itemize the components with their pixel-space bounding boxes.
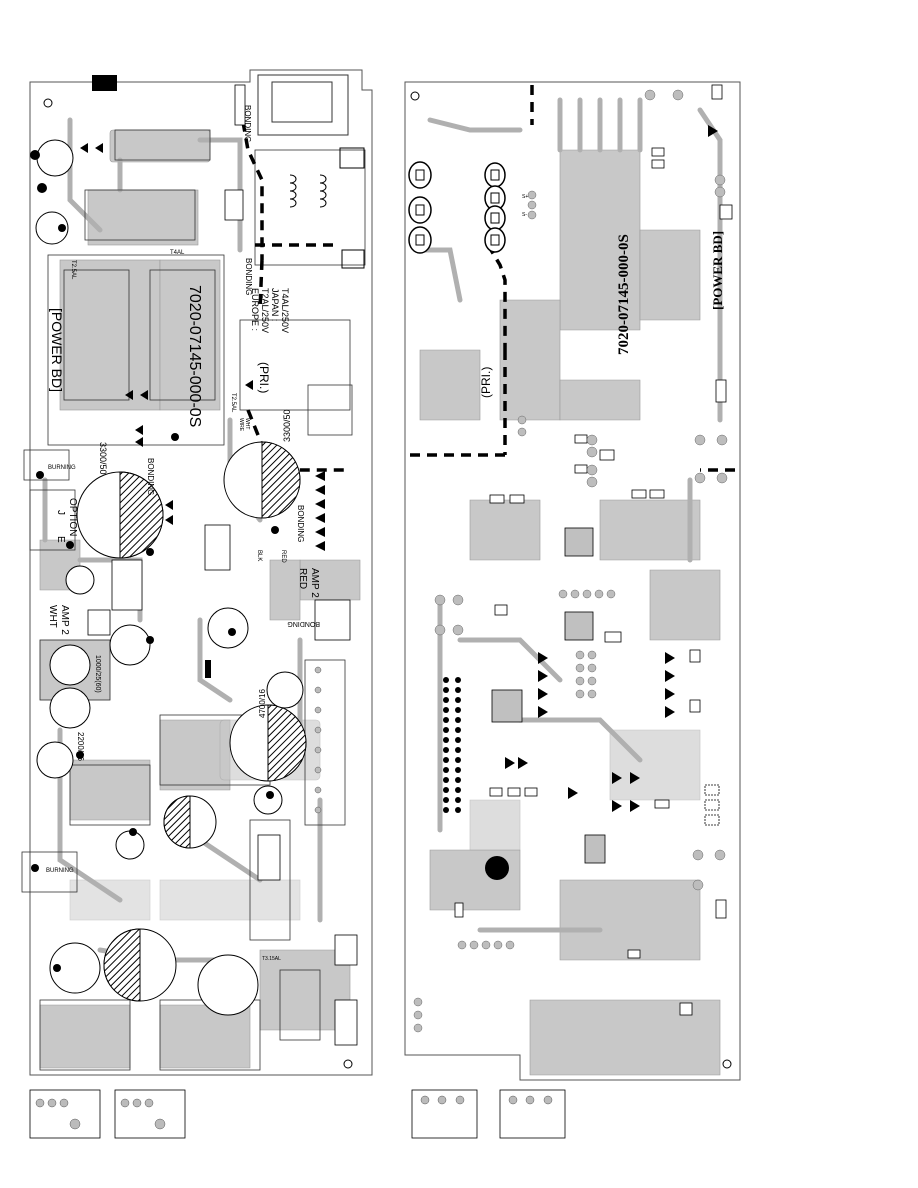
label-fuse-t2a: T2AL/250V — [260, 288, 270, 333]
label-option-e: E — [55, 536, 66, 543]
solder-bottom-connectors — [411, 1089, 566, 1139]
label-wht-wire: WHT — [244, 418, 250, 429]
connectors — [29, 84, 358, 1139]
label-amp2-wht: AMP 2 — [59, 605, 70, 635]
component-side-board: 7020-07145-000-0S [POWER BD] (PRI.) EURO… — [21, 69, 373, 1139]
mounting-hole — [43, 98, 53, 108]
electrolytic-capacitors — [35, 139, 307, 1016]
label-burning-1: BURNING — [48, 465, 76, 471]
mounting-hole — [722, 1059, 732, 1069]
solder-traces — [417, 97, 723, 933]
label-option-j: J — [55, 510, 66, 515]
label-amp2-wht-sub: WHT — [47, 605, 58, 628]
diode-array — [80, 143, 325, 551]
component-outlines — [21, 129, 366, 1071]
label-bonding-1: BONDING — [243, 105, 252, 142]
label-amp2-red: AMP 2 — [309, 568, 320, 598]
solder-bottom-connector-pins — [420, 1095, 553, 1105]
label-burning-2: BURNING — [46, 868, 74, 874]
label-t2-5al-1: T2.5AL — [70, 260, 76, 280]
smd-ics — [491, 527, 606, 864]
label-t2-5al-2: T2.5AL — [230, 393, 236, 413]
mounting-hole — [343, 1059, 353, 1069]
label-red: RED — [280, 550, 286, 563]
smd-diodes — [505, 125, 718, 812]
solder-label-pri: (PRI.) — [479, 367, 493, 398]
cap-4700 — [229, 704, 307, 782]
cap-3300-left — [76, 471, 164, 559]
label-blk: BLK — [256, 550, 262, 561]
solder-label-s-minus: S- — [522, 212, 527, 218]
label-option: OPTION — [67, 498, 78, 536]
component-part-number: 7020-07145-000-0S — [186, 285, 203, 427]
smd-components — [419, 84, 733, 1121]
label-fuse-t4a: T4AL/250V — [280, 288, 290, 333]
cap-bottom-mid — [103, 928, 177, 1002]
label-cap-4700: 4700/16 — [258, 689, 267, 718]
label-fuse-japan: JAPAN : — [270, 288, 280, 321]
label-fuse-europe: EUROPE : — [250, 288, 260, 331]
label-cap-3300-right: 3300/50 — [282, 409, 292, 442]
label-cap-2200: 2200/16 — [76, 732, 85, 761]
label-bonding-4: BONDING — [296, 505, 305, 542]
cap-3300-right — [223, 441, 301, 519]
component-board-name: [POWER BD] — [49, 308, 65, 392]
solder-pad-centers — [415, 169, 500, 246]
label-wire: WIRE — [238, 418, 244, 432]
label-bonding-2: BONDING — [244, 258, 253, 295]
label-amp2-red-sub: RED — [297, 568, 308, 589]
label-bonding-5: BONDING — [287, 620, 320, 627]
solder-grey-pads — [413, 89, 728, 1033]
solder-label-s-plus: S+ — [522, 194, 528, 200]
header-pins — [443, 677, 509, 880]
label-cap-3300-left: 3300/50 — [98, 442, 108, 475]
mounting-hole — [410, 91, 420, 101]
cap-mid-left — [163, 795, 217, 849]
label-t3-15al: T3.15AL — [262, 956, 281, 962]
solder-copper-pours — [419, 149, 721, 1076]
label-t4al: T4AL — [170, 250, 185, 256]
label-bonding-3: BONDING — [146, 458, 155, 495]
connector-pins — [35, 666, 322, 1130]
transformer-top — [257, 74, 365, 269]
solder-part-number: 7020-07145-000-0S — [616, 234, 632, 355]
label-pri: (PRI.) — [257, 362, 271, 393]
solder-board-name: [POWER BD] — [710, 231, 725, 310]
solder-primary-boundary-dashes — [408, 85, 735, 472]
solder-side-board: 7020-07145-000-0S [POWER BD] (PRI.) S+ S… — [404, 81, 741, 1139]
label-cap-1000: 1000/25(60) — [94, 655, 101, 693]
